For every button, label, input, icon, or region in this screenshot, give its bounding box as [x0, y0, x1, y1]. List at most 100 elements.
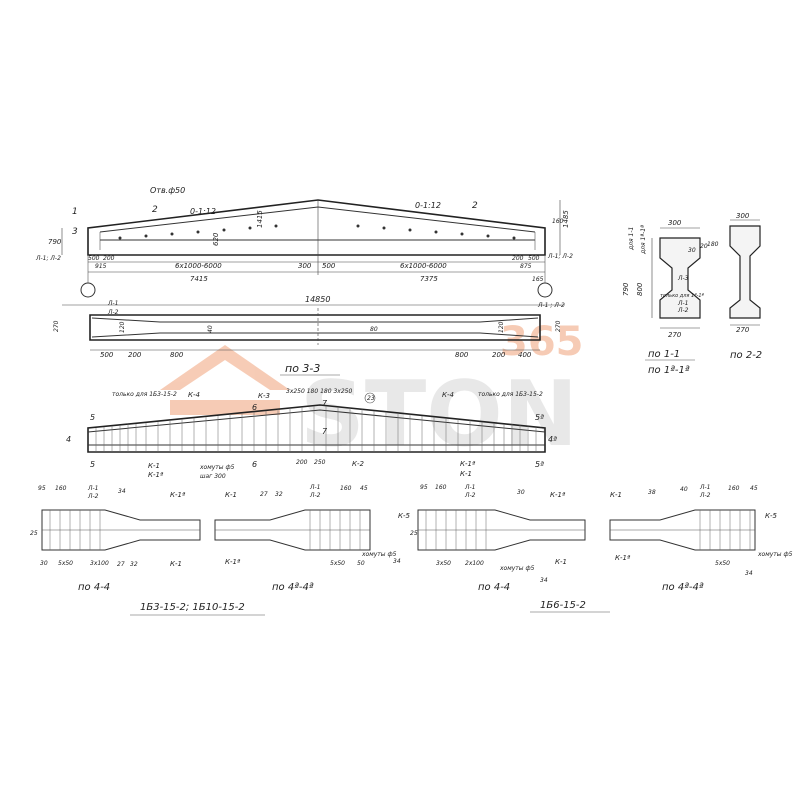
hole-label: Отв.ф50: [150, 186, 185, 195]
s2-l2: Л-2: [309, 492, 321, 499]
plan-inner-taper: [91, 317, 539, 338]
s4-k1: К-1: [610, 491, 622, 499]
slope-left: 0-1:12: [190, 207, 216, 216]
s2-50: 50: [357, 560, 365, 567]
s4-40: 40: [680, 486, 688, 493]
label-160: 160: [552, 218, 564, 225]
s1-k1: К-1: [170, 560, 182, 568]
s2-27: 27: [260, 491, 268, 498]
s3-k1: К-1: [555, 558, 567, 566]
mid-500: 500: [322, 262, 336, 270]
s2-45: 45: [360, 485, 368, 492]
sec11-caption1: по 1-1: [648, 349, 680, 360]
cage-clamp: хомуты ф5: [199, 464, 235, 471]
s1-30: 30: [40, 560, 48, 567]
watermark-logo-band: [170, 400, 280, 415]
plan-d120: 120: [119, 321, 126, 333]
sec11-d300: 300: [668, 219, 682, 227]
plan-d200r: 200: [492, 351, 506, 359]
plan-d400: 400: [518, 351, 532, 359]
sec11-l1: Л-1: [677, 300, 689, 307]
cage-k2: К-2: [352, 460, 364, 468]
sec11-d180: 180: [707, 241, 719, 248]
cage-only-for-right: только для 1Б3-15-2: [478, 391, 543, 398]
cut-5-bottom: 5: [90, 460, 95, 469]
cut-6-bottom: 6: [252, 460, 257, 469]
s4-5x50: 5х50: [715, 560, 730, 567]
label-l1l2-left: Л-1; Л-2: [35, 255, 61, 262]
s2-34: 34: [393, 558, 401, 565]
s4-45: 45: [750, 485, 758, 492]
section-detail-4: К-1 38 40 Л-1 Л-2 160 45 К-5 К-1ª 5х50 х…: [609, 484, 793, 593]
plan-caption: по 3-3: [285, 362, 320, 375]
support-left: [80, 282, 96, 298]
span-left: 6х1000-6000: [175, 262, 222, 270]
plan-outline: [89, 314, 541, 341]
s1-3x100: 3х100: [90, 560, 109, 567]
h-620: 620: [212, 232, 220, 246]
s1-95: 95: [38, 485, 46, 492]
cage-k1a: К-1ª: [148, 471, 164, 479]
s4-k5: К-5: [765, 512, 777, 520]
plan-d800-left: 800: [170, 351, 184, 359]
sec11-note2: для 1ª-1ª: [640, 225, 647, 255]
s4-34: 34: [745, 570, 753, 577]
sec11-only-for: только для 1ª-1ª: [660, 293, 705, 299]
s1-25: 25: [30, 530, 38, 537]
d200: 200: [103, 255, 115, 262]
sec11-l2: Л-2: [677, 307, 689, 314]
s3-k1a: К-1ª: [550, 491, 566, 499]
label-l1l2-right: Л-1; Л-2: [547, 253, 573, 260]
s2-160: 160: [340, 485, 352, 492]
plan-d500: 500: [100, 351, 114, 359]
cut-marker-2-top: 2: [152, 205, 158, 215]
cut-6-top: 6: [252, 403, 257, 412]
plan-d80: 80: [370, 326, 378, 333]
cage-only-for-left: только для 1Б3-15-2: [112, 391, 177, 398]
support-right: [537, 282, 553, 298]
cut-marker-3: 3: [72, 227, 78, 237]
cage-mark23: 23: [367, 395, 375, 402]
s1-5x50: 5х50: [58, 560, 73, 567]
s4-l2: Л-2: [699, 492, 711, 499]
plan-d120-right: 120: [498, 321, 505, 333]
s1-l2: Л-2: [87, 493, 99, 500]
cage-k1: К-1: [148, 462, 160, 470]
sec22-outline: [729, 225, 761, 319]
len-right: 7375: [420, 275, 438, 283]
s3-3x50: 3х50: [436, 560, 451, 567]
s3-95: 95: [420, 484, 428, 491]
plan-d40: 40: [207, 325, 214, 333]
section-1-1: 300 790 800 270 30 20 180 для 1-1 для 1ª…: [622, 219, 719, 376]
d500: 500: [88, 255, 100, 262]
s3-k5: К-5: [398, 512, 410, 520]
plan-d200: 200: [128, 351, 142, 359]
plan-d270-right: 270: [555, 320, 562, 332]
s4-38: 38: [648, 489, 656, 496]
s1-34: 34: [118, 488, 126, 495]
s4-l1: Л-1: [699, 484, 711, 491]
sec11-d790: 790: [622, 282, 630, 296]
series-left: 1Б3-15-2; 1Б10-15-2: [140, 602, 245, 613]
cut-marker-2-right: 2: [472, 201, 478, 211]
watermark-logo-roof: [160, 345, 290, 390]
cage-d200: 200: [296, 459, 308, 466]
cut-5-top: 5: [90, 413, 95, 422]
cut-5a-bottom: 5ª: [535, 460, 544, 469]
watermark: STON 365: [160, 319, 584, 467]
beam-plan: 14850 270 270 120 40 80 120 500 200 800 …: [53, 295, 565, 376]
cage-outline: [87, 404, 546, 453]
s3-25: 25: [410, 530, 418, 537]
cut-7-mid: 7: [322, 427, 328, 436]
reinforcement-cage: только для 1Б3-15-2 только для 1Б3-15-2 …: [66, 388, 557, 480]
beam-outline: [87, 199, 546, 256]
s2-caption: по 4ª-4ª: [272, 582, 314, 593]
cage-k1a-right: К-1ª: [460, 460, 476, 468]
s3-caption: по 4-4: [478, 582, 510, 593]
series-right: 1Б6-15-2: [540, 600, 586, 611]
s3-30: 30: [517, 489, 525, 496]
sec22-d300: 300: [736, 212, 750, 220]
s2-k1a: К-1ª: [225, 558, 241, 566]
s4-k1a: К-1ª: [615, 554, 631, 562]
